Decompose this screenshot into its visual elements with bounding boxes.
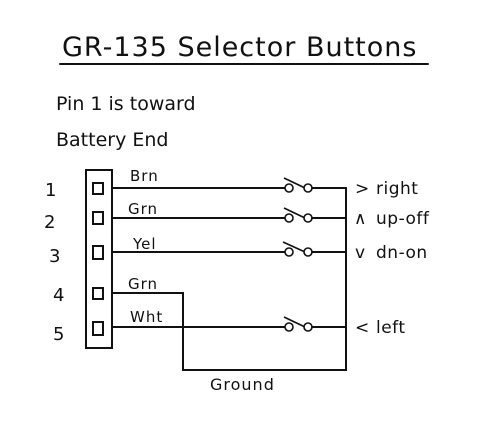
switch-1-lever (283, 177, 306, 189)
function-right: right (376, 179, 418, 199)
pin-3-number: 3 (49, 246, 60, 267)
pin-1-number: 1 (45, 180, 56, 201)
function-up-off: up-off (376, 209, 430, 229)
function-dn-on: dn-on (376, 243, 428, 263)
symbol-up-off: ∧ (354, 209, 367, 229)
wire-label-yel: Yel (132, 235, 157, 253)
pin-5-pad (92, 321, 104, 336)
switch-2-lever (283, 207, 306, 219)
switch-1-contact-a (284, 183, 294, 193)
pin-2-number: 2 (44, 212, 55, 233)
pin-1-pad (92, 182, 104, 195)
switch-5-contact-a (284, 322, 294, 332)
wire-label-grn-4: Grn (128, 275, 158, 293)
wire-label-grn-2: Grn (128, 200, 158, 218)
symbol-dn-on: v (355, 243, 366, 263)
pin-3-pad (92, 245, 104, 260)
switch-3-contact-b (303, 247, 313, 257)
switch-1-contact-b (303, 183, 313, 193)
pin-2-pad (92, 211, 104, 225)
connector-housing (85, 169, 113, 349)
switch-3-lever (282, 241, 306, 253)
wire-4-ground (111, 187, 347, 371)
switch-5-contact-b (303, 322, 313, 332)
symbol-right: > (355, 179, 370, 199)
function-left: left (376, 318, 406, 338)
note-line-1: Pin 1 is toward (56, 93, 196, 115)
switch-2-contact-a (284, 213, 294, 223)
pin-4-number: 4 (53, 285, 64, 306)
pin-4-pad (92, 287, 104, 300)
switch-3-contact-a (284, 247, 294, 257)
wire-label-brn: Brn (130, 167, 159, 185)
pin-5-number: 5 (53, 324, 64, 345)
wire-label-wht: Wht (130, 308, 163, 326)
diagram-title: GR-135 Selector Buttons (62, 32, 417, 63)
switch-5-lever (283, 316, 306, 328)
symbol-left: < (355, 318, 370, 338)
switch-2-contact-b (303, 213, 313, 223)
ground-label: Ground (210, 375, 275, 394)
note-line-2: Battery End (56, 129, 168, 151)
